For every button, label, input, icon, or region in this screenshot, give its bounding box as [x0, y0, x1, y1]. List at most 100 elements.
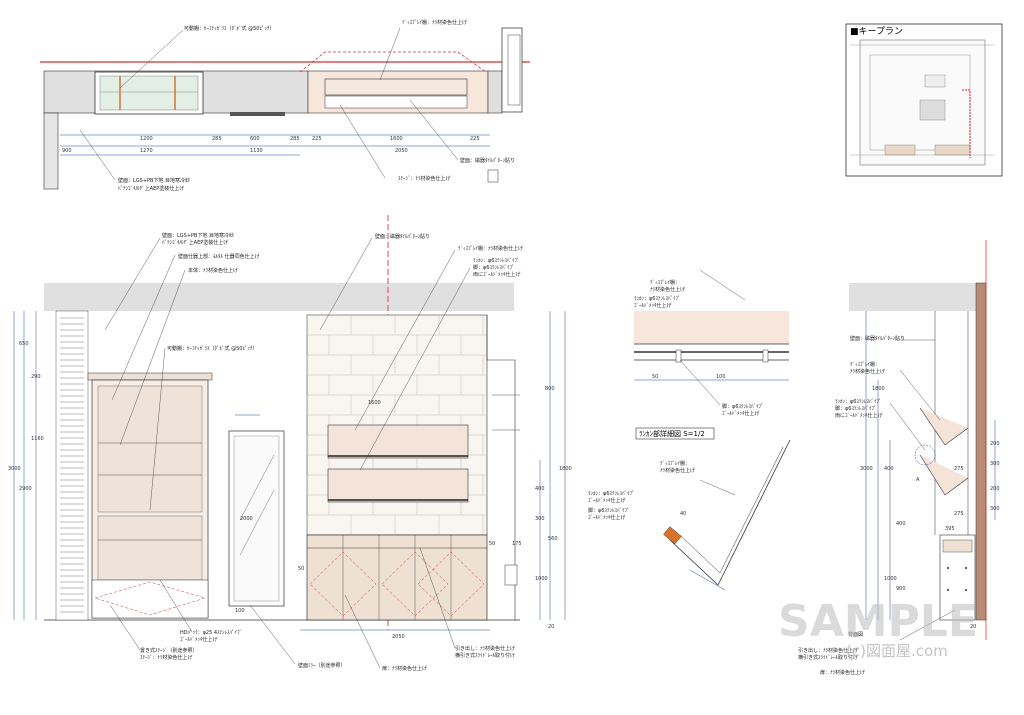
- watermark: SAMPLE (c)図面屋.com: [778, 596, 978, 660]
- label-wall-paint: ﾊﾟﾃｼｺﾞｷ/ﾙﾁﾞ上AEP塗装仕上げ: [118, 185, 184, 192]
- column-inner: [507, 34, 521, 106]
- dim-text: 300: [990, 506, 1000, 512]
- label-hd-pipe: HDﾊﾟｯｸ：φ25 4ｽﾃﾝﾚｽﾊﾟｲﾌﾟ: [180, 629, 242, 636]
- side-shelf-lower: [919, 454, 969, 496]
- leader-line: [109, 604, 141, 651]
- side-dimension-lines: [865, 311, 996, 620]
- side-section: A 3000 1800 400 200 300 275 200 300 275 …: [798, 240, 1000, 676]
- dim-text: 400: [884, 466, 894, 472]
- label-angled-leg: 脚：φ6ｽﾃﾝﾚｽﾊﾟｲﾌﾟ: [588, 507, 629, 514]
- dim-text: 50: [298, 566, 304, 572]
- dim-text: 300: [535, 516, 545, 522]
- top-plan: 900 1270 1200 285 600 285 225 1130 1600 …: [40, 19, 530, 192]
- threshold: [230, 112, 285, 116]
- label-side-ref: 背面図: [848, 631, 863, 638]
- detail-title: ﾗﾝｶﾝ部詳細図 S=1/2: [639, 429, 705, 438]
- leader-line: [699, 479, 736, 496]
- label-hd-finish: ｺﾞｰﾙﾄﾞﾒｯｷ仕上げ: [180, 636, 218, 643]
- watermark-sample: SAMPLE: [778, 596, 978, 647]
- dim-line: [689, 569, 726, 591]
- leader-line: [119, 29, 184, 89]
- stair-zone: [55, 310, 89, 621]
- label-detail-rail: ﾗﾝｶﾝ：φ6ｽﾃﾝﾚｽﾊﾟｲﾌﾟ: [634, 295, 680, 302]
- dim-text: 900: [62, 148, 72, 154]
- leader-line: [149, 347, 166, 511]
- cabinet-upper-glass: [97, 385, 203, 513]
- label-detail-leg: 脚：φ6ｽﾃﾝﾚｽﾊﾟｲﾌﾟ: [722, 403, 763, 410]
- leader-line: [319, 237, 373, 331]
- label-wall-top: 壁面仕器上部：ﾓﾙﾀﾙ 仕器同色仕上げ: [178, 253, 260, 260]
- dim-text: 275: [954, 466, 964, 472]
- label-detail-leg-finish: ｺﾞｰﾙﾄﾞﾒｯｷ仕上げ: [722, 410, 760, 417]
- door-swing: [381, 551, 449, 617]
- elevation-leaders: [104, 237, 471, 669]
- label-wall-paint: ﾊﾟﾃｼｺﾞｷ/ﾙﾁﾞ上AEP塗装仕上げ: [162, 239, 228, 246]
- detail-shelf-body: [634, 311, 789, 344]
- leader-line: [899, 609, 956, 641]
- label-wall-lgs: 壁面：LGS+PB下地 目地寒冷紗: [118, 177, 190, 184]
- cabinet-crown: [87, 372, 213, 381]
- dim-text: 3000: [860, 466, 873, 472]
- dim-text: 290: [31, 374, 41, 380]
- mirror-hatch: [239, 489, 275, 556]
- elevation-dimension-lines: [13, 311, 566, 631]
- left-stair-hatch: [55, 310, 89, 621]
- dim-text: 100: [716, 374, 726, 380]
- leader-line: [899, 369, 941, 421]
- dim-text: 225: [470, 136, 480, 142]
- key-plan-title: ■キープラン: [850, 26, 903, 37]
- label-side-tile: 壁面：磁器ﾀｲﾙﾊﾟﾀｰﾝ貼り: [850, 335, 905, 342]
- label-wall-tile: 壁面：磁器ﾀｲﾙﾊﾟﾀｰﾝ貼り: [460, 157, 515, 164]
- label-angled-leg-finish: ｺﾞｰﾙﾄﾞﾒｯｷ仕上げ: [588, 514, 626, 521]
- red-dashed-outline: [299, 51, 487, 73]
- dim-text: 1800: [872, 386, 885, 392]
- display-shelf-upper: [327, 424, 469, 459]
- dim-text: 1130: [250, 148, 263, 154]
- leader-line: [359, 267, 471, 471]
- key-plan-block: [919, 99, 946, 121]
- label-angled-display-finish: ﾅﾗ材染色仕上げ: [660, 467, 695, 474]
- hatch-box: [487, 169, 499, 183]
- display-shelf-lower: [327, 468, 469, 503]
- hardware-dot: [965, 589, 967, 591]
- dim-text: 200: [990, 441, 1000, 447]
- key-plan-block: [924, 74, 946, 88]
- label-display: ﾃﾞｨｽﾌﾟﾚｲ棚：ﾅﾗ材染色仕上げ: [458, 245, 523, 252]
- dim-text: 560: [548, 536, 558, 542]
- side-drawer: [942, 539, 973, 553]
- side-box: [504, 564, 518, 586]
- hardware-dot: [947, 567, 949, 569]
- leader-line: [339, 104, 386, 179]
- label-wall-lgs: 壁面：LGS+PB下地 目地寒冷紗: [162, 232, 234, 239]
- label-side-drawer-rail: 横引き式ｽﾗｲﾄﾞﾚｰﾙ取り付け: [798, 654, 858, 661]
- label-stage: ｽﾃｰｼﾞ：ﾅﾗ材染色仕上げ: [398, 175, 451, 182]
- leader-line: [79, 129, 116, 181]
- label-drawer: 引き出し：ﾅﾗ材染色仕上げ: [455, 645, 515, 652]
- side-shelf-upper: [919, 407, 969, 446]
- label-angled-rail-finish: ｺﾞｰﾙﾄﾞﾒｯｷ仕上げ: [588, 497, 626, 504]
- dim-text: 395: [945, 526, 955, 532]
- side-ceiling: [849, 283, 976, 311]
- dim-text: 900: [896, 586, 906, 592]
- key-plan-red-marker: [962, 89, 971, 158]
- leader-line: [119, 269, 186, 446]
- leader-line: [889, 402, 926, 451]
- side-leaders: [889, 339, 956, 641]
- base-cabinet: [306, 534, 488, 621]
- wall-mirror-inner: [233, 435, 280, 602]
- label-wall-tile: 壁面：磁器ﾀｲﾙﾊﾟﾀｰﾝ貼り: [375, 233, 430, 240]
- dim-text: 1200: [140, 136, 153, 142]
- label-detail-display-finish: ﾅﾗ材染色仕上げ: [650, 286, 685, 293]
- angled-shelf-inner: [679, 446, 784, 574]
- leader-line: [409, 99, 459, 161]
- dim-text: 400: [535, 486, 545, 492]
- label-drawer-rail: 横引き式ｽﾗｲﾄﾞﾚｰﾙ取り付け: [455, 652, 515, 659]
- label-mirror: 壁面ﾐﾗｰ（別途参照）: [298, 662, 346, 669]
- leader-line: [379, 27, 401, 81]
- leader-line: [249, 604, 296, 665]
- detail-leg: [762, 349, 769, 363]
- dim-text: 2050: [392, 634, 405, 640]
- label-movable-shelf: 可動棚：ｾｰﾌﾃｨｶﾞﾗｽ（ﾀﾞﾎﾞ式 @50ﾋﾟｯﾁ）: [184, 25, 274, 32]
- dim-text: 175: [512, 541, 522, 547]
- display-shelf-lower: [324, 95, 468, 109]
